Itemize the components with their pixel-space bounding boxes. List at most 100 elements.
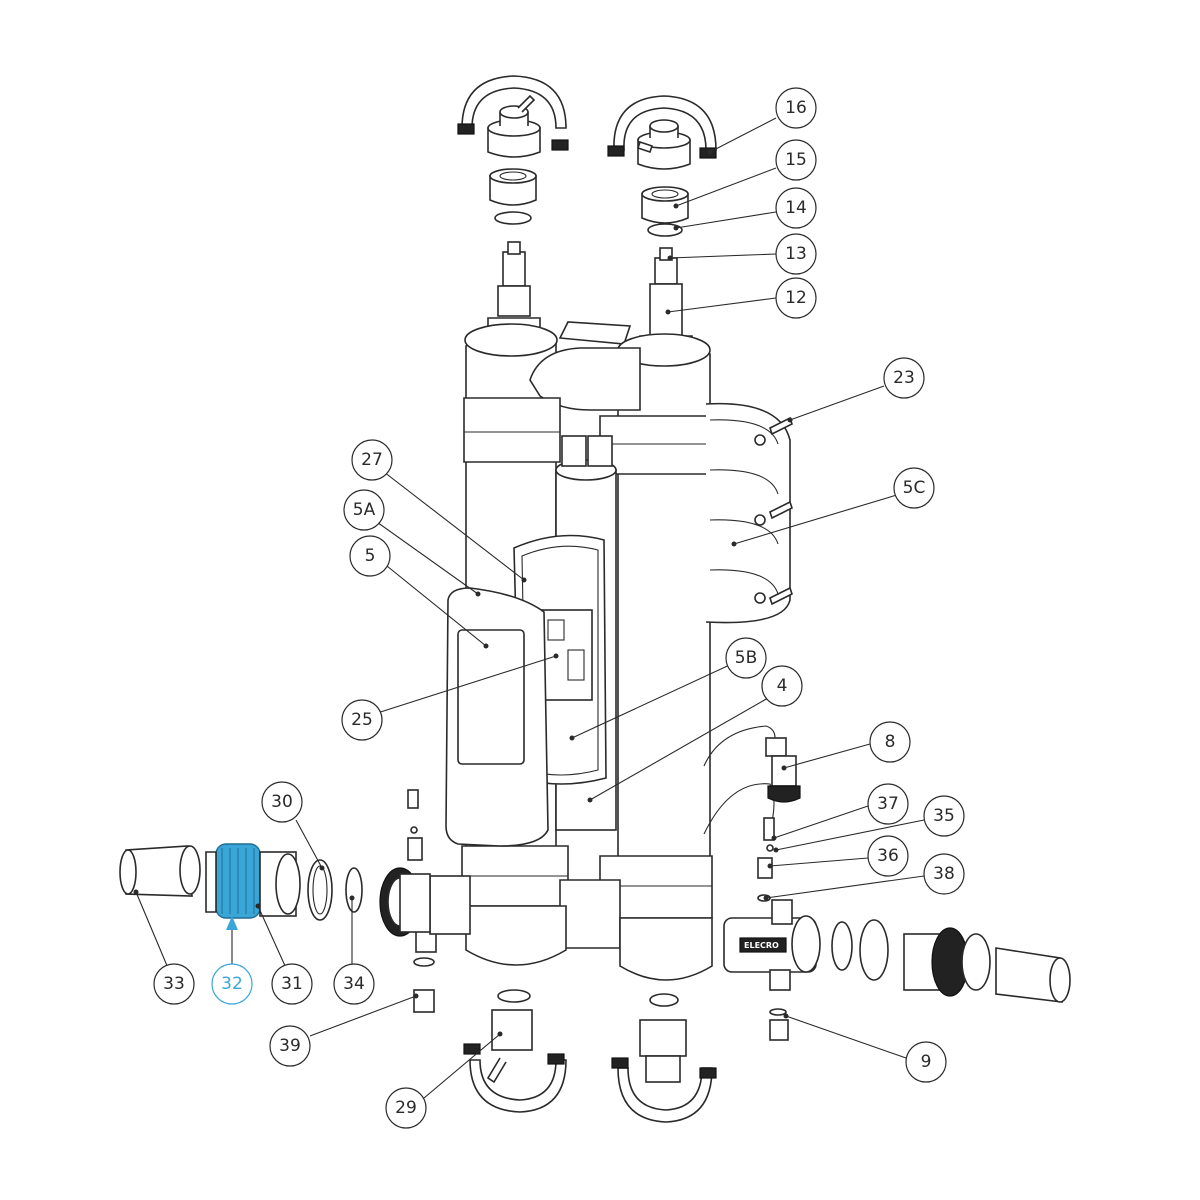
callout-25: 25 bbox=[341, 699, 383, 741]
callout-number: 5B bbox=[735, 648, 757, 668]
callout-circle bbox=[775, 233, 817, 275]
bottom-right-assembly bbox=[611, 993, 717, 1123]
callout-number: 36 bbox=[877, 846, 899, 866]
callout-circle bbox=[349, 535, 391, 577]
callout-5b: 5B bbox=[725, 637, 767, 679]
right-pipe-set bbox=[831, 919, 1071, 1003]
callout-circle bbox=[269, 1025, 311, 1067]
left-pipe-set bbox=[119, 843, 363, 921]
leader-lines bbox=[135, 117, 925, 1099]
callout-5: 5 bbox=[349, 535, 391, 577]
callout-circle bbox=[211, 963, 253, 1005]
callout-number: 8 bbox=[885, 732, 896, 752]
callout-circle bbox=[341, 699, 383, 741]
callout-8: 8 bbox=[869, 721, 911, 763]
bottom-left-assembly bbox=[463, 989, 567, 1113]
callout-number: 5C bbox=[903, 478, 926, 498]
callout-31: 31 bbox=[271, 963, 313, 1005]
sensor-cable bbox=[703, 725, 776, 767]
union-nut-32 bbox=[215, 843, 261, 919]
callout-circle bbox=[775, 87, 817, 129]
left-inlet-union bbox=[379, 867, 471, 937]
callout-circle bbox=[153, 963, 195, 1005]
callout-circle bbox=[333, 963, 375, 1005]
callout-circle bbox=[343, 489, 385, 531]
side-clamp-set bbox=[705, 402, 791, 624]
callout-number: 32 bbox=[221, 974, 243, 994]
callout-circle bbox=[893, 467, 935, 509]
callout-14: 14 bbox=[775, 187, 817, 229]
callout-12: 12 bbox=[775, 277, 817, 319]
top-left-cap bbox=[487, 94, 541, 158]
callout-circle bbox=[385, 1087, 427, 1129]
callout-5c: 5C bbox=[893, 467, 935, 509]
callout-27: 27 bbox=[351, 439, 393, 481]
callout-number: 12 bbox=[785, 288, 807, 308]
callout-circle bbox=[351, 439, 393, 481]
callout-circle bbox=[905, 1041, 947, 1083]
callout-number: 15 bbox=[785, 150, 807, 170]
callout-circle bbox=[867, 783, 909, 825]
callout-number: 30 bbox=[271, 792, 293, 812]
flow-sensor bbox=[765, 737, 801, 803]
callout-circle bbox=[923, 853, 965, 895]
callout-number: 31 bbox=[281, 974, 303, 994]
callout-4: 4 bbox=[761, 665, 803, 707]
right-o-ring bbox=[647, 223, 683, 237]
callout-number: 16 bbox=[785, 98, 807, 118]
callout-circle bbox=[883, 357, 925, 399]
callout-15: 15 bbox=[775, 139, 817, 181]
callout-number: 35 bbox=[933, 806, 955, 826]
left-nut bbox=[489, 168, 537, 206]
callout-circle bbox=[775, 187, 817, 229]
callout-circle bbox=[261, 781, 303, 823]
callout-circle bbox=[923, 795, 965, 837]
left-o-ring bbox=[494, 211, 532, 225]
callout-circle bbox=[761, 665, 803, 707]
callout-circle bbox=[775, 139, 817, 181]
leader-dots bbox=[133, 149, 793, 1037]
callout-number: 37 bbox=[877, 794, 899, 814]
callout-32-arrow bbox=[226, 916, 238, 930]
callout-35: 35 bbox=[923, 795, 965, 837]
callout-number: 14 bbox=[785, 198, 807, 218]
callout-number: 33 bbox=[163, 974, 185, 994]
callout-number: 23 bbox=[893, 368, 915, 388]
right-outlet-union: ELECRO bbox=[723, 899, 821, 991]
callout-37: 37 bbox=[867, 783, 909, 825]
callout-39: 39 bbox=[269, 1025, 311, 1067]
callout-33: 33 bbox=[153, 963, 195, 1005]
right-nut bbox=[641, 186, 689, 224]
small-fittings-right bbox=[757, 817, 775, 902]
callout-36: 36 bbox=[867, 835, 909, 877]
callout-23: 23 bbox=[883, 357, 925, 399]
callout-circle bbox=[775, 277, 817, 319]
callout-29: 29 bbox=[385, 1087, 427, 1129]
callout-32: 32 bbox=[211, 963, 253, 1005]
callout-labels: 16 15 14 13 12 23 5C 27 5A 5 25 5B 4 8 37 35 36 38 30 33 32 3… bbox=[153, 87, 965, 1129]
callout-38: 38 bbox=[923, 853, 965, 895]
callout-5a: 5A bbox=[343, 489, 385, 531]
screws bbox=[769, 416, 793, 606]
callout-circle bbox=[271, 963, 313, 1005]
callout-number: 39 bbox=[279, 1036, 301, 1056]
callout-number: 25 bbox=[351, 710, 373, 730]
callout-circle bbox=[869, 721, 911, 763]
callout-number: 4 bbox=[777, 676, 788, 696]
front-cover bbox=[445, 587, 549, 847]
sensor-cable-lower bbox=[703, 783, 775, 835]
callout-number: 29 bbox=[395, 1098, 417, 1118]
callout-9: 9 bbox=[905, 1041, 947, 1083]
callout-circle bbox=[867, 835, 909, 877]
right-bottom-fitting bbox=[769, 1008, 789, 1041]
callout-13: 13 bbox=[775, 233, 817, 275]
callout-16: 16 bbox=[775, 87, 817, 129]
callout-30: 30 bbox=[261, 781, 303, 823]
top-left-clamp bbox=[457, 75, 569, 151]
callout-circle bbox=[725, 637, 767, 679]
callout-number: 34 bbox=[343, 974, 365, 994]
main-housing bbox=[461, 321, 713, 981]
brand-label: ELECRO bbox=[744, 941, 779, 950]
callout-number: 5A bbox=[353, 500, 376, 520]
